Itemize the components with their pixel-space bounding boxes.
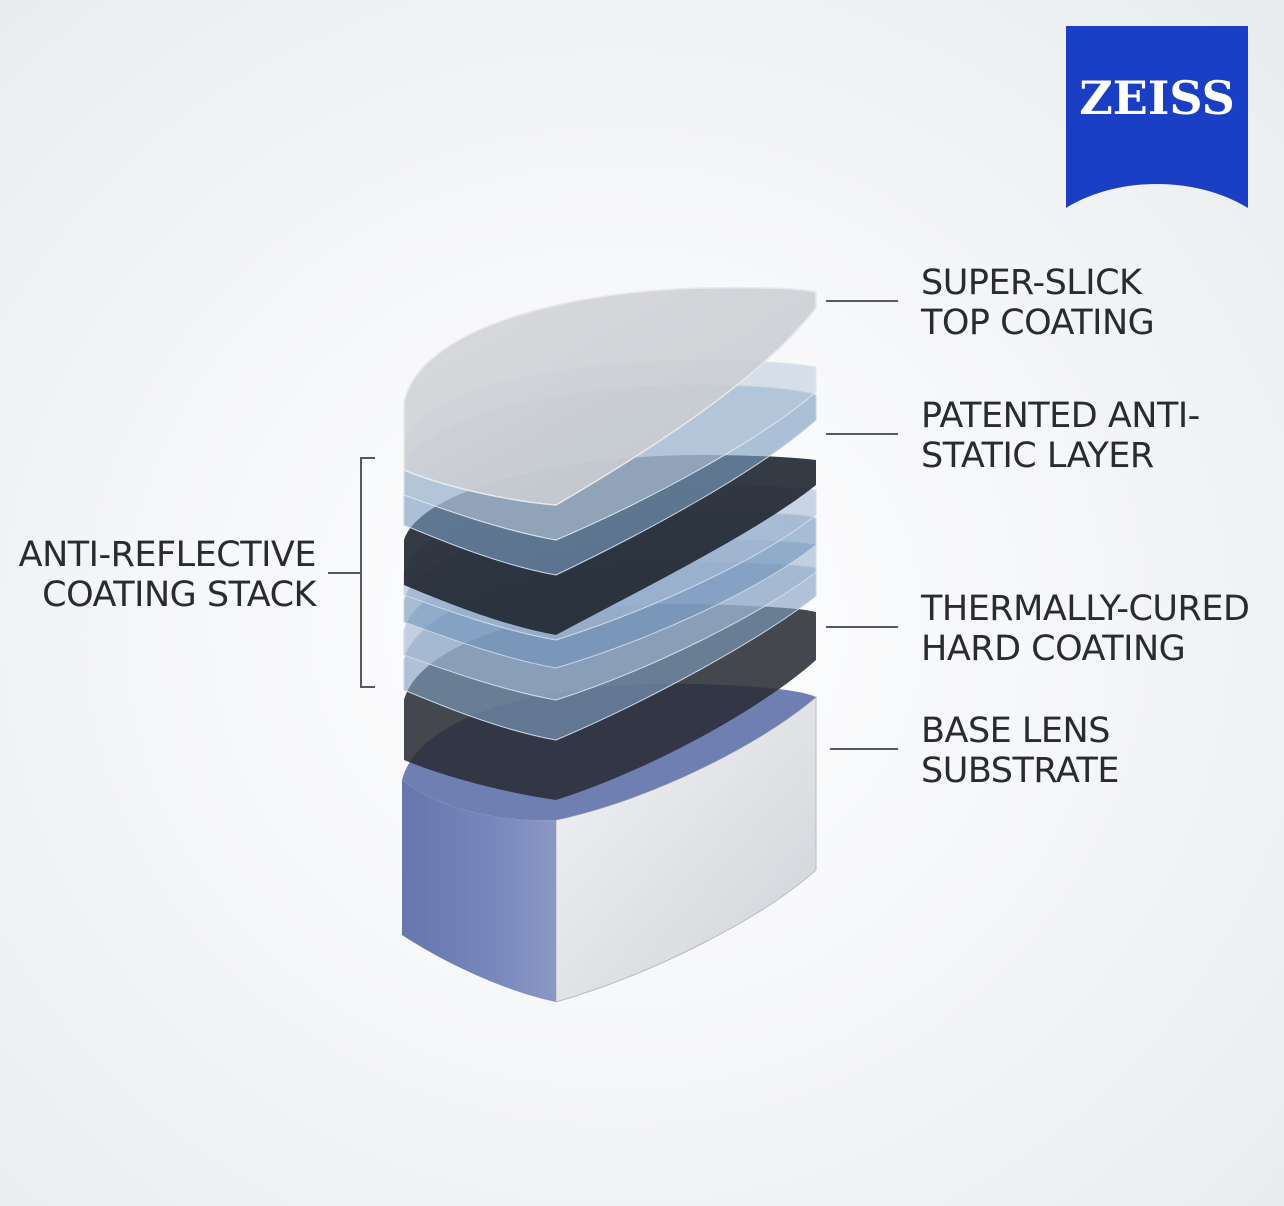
label-ar-stack: ANTI-REFLECTIVE COATING STACK [18,535,317,615]
label-substrate-line2: SUBSTRATE [921,751,1119,791]
label-antistatic-line1: PATENTED ANTI- [921,396,1200,436]
label-antistatic-line2: STATIC LAYER [921,436,1154,476]
top-coating-layer [403,286,817,506]
zeiss-logo: ZEISS [1066,26,1248,208]
substrate-front-face [402,780,556,1002]
label-substrate: BASE LENS SUBSTRATE [921,711,1119,791]
label-hard-coating-line1: THERMALLY-CURED [921,589,1250,629]
label-top-coating-line2: TOP COATING [921,303,1155,343]
label-substrate-line1: BASE LENS [921,711,1110,751]
ar-stack-bracket [360,457,375,688]
top-coating-shape [403,286,817,506]
label-ar-stack-line2: COATING STACK [42,575,316,615]
label-antistatic: PATENTED ANTI- STATIC LAYER [921,396,1200,476]
label-top-coating: SUPER-SLICK TOP COATING [921,263,1155,343]
label-hard-coating: THERMALLY-CURED HARD COATING [921,589,1250,669]
label-top-coating-line1: SUPER-SLICK [921,263,1142,303]
label-ar-stack-line1: ANTI-REFLECTIVE [18,535,317,575]
label-hard-coating-line2: HARD COATING [921,629,1186,669]
logo-text: ZEISS [1079,71,1235,125]
leader-lines [328,300,898,750]
